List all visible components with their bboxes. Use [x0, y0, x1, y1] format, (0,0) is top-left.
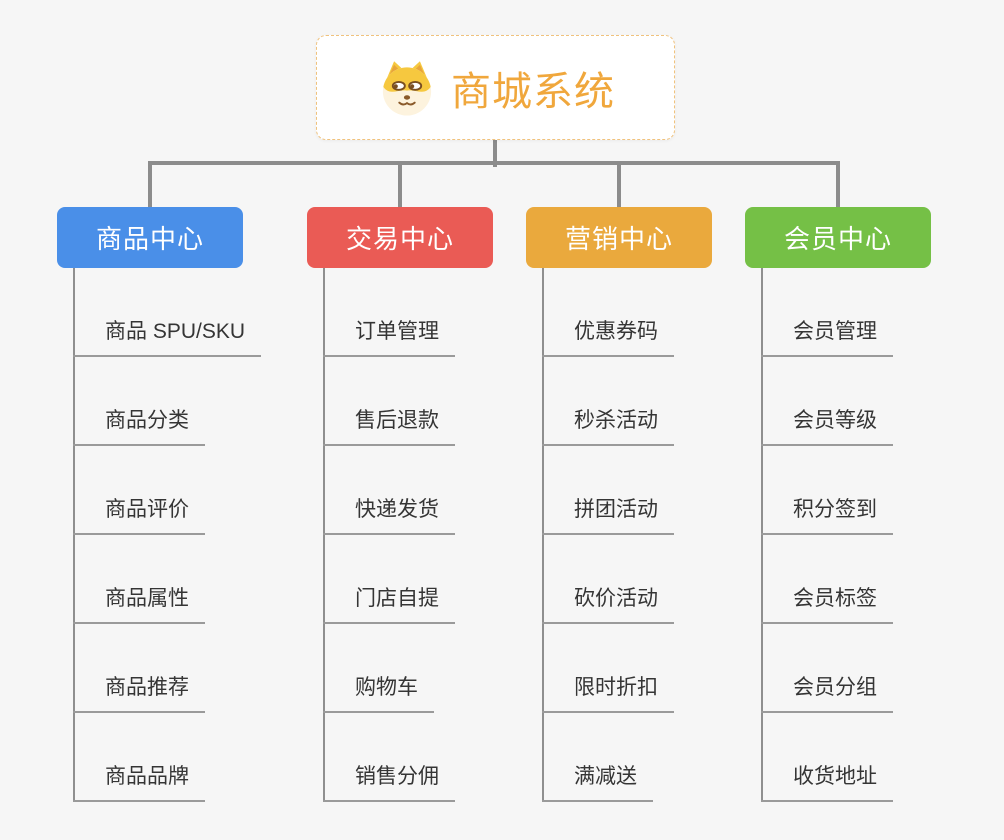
- branch-product-center[interactable]: 商品中心: [57, 207, 243, 268]
- product-recommend-node[interactable]: 商品推荐: [73, 671, 205, 713]
- shiba-dog-icon: [376, 57, 438, 119]
- bargain-node[interactable]: 砍价活动: [542, 582, 674, 624]
- root-node[interactable]: 商城系统: [316, 35, 675, 140]
- branch-trade-center[interactable]: 交易中心: [307, 207, 493, 268]
- flash-sale-node[interactable]: 秒杀活动: [542, 404, 674, 446]
- branch-member-center[interactable]: 会员中心: [745, 207, 931, 268]
- connector-drop-marketing: [617, 161, 621, 207]
- connector-drop-product: [148, 161, 152, 207]
- points-checkin-node[interactable]: 积分签到: [761, 493, 893, 535]
- member-level-node[interactable]: 会员等级: [761, 404, 893, 446]
- member-management-node[interactable]: 会员管理: [761, 315, 893, 357]
- shopping-cart-node[interactable]: 购物车: [323, 671, 434, 713]
- member-group-node[interactable]: 会员分组: [761, 671, 893, 713]
- sales-commission-node[interactable]: 销售分佣: [323, 760, 455, 802]
- connector-trunk: [148, 161, 840, 165]
- coupon-code-node[interactable]: 优惠券码: [542, 315, 674, 357]
- product-attribute-node[interactable]: 商品属性: [73, 582, 205, 624]
- shipping-address-node[interactable]: 收货地址: [761, 760, 893, 802]
- aftersale-refund-node[interactable]: 售后退款: [323, 404, 455, 446]
- connector-root-stub: [493, 140, 497, 167]
- full-reduction-node[interactable]: 满减送: [542, 760, 653, 802]
- group-buy-node[interactable]: 拼团活动: [542, 493, 674, 535]
- member-tag-node[interactable]: 会员标签: [761, 582, 893, 624]
- product-category-node[interactable]: 商品分类: [73, 404, 205, 446]
- order-management-node[interactable]: 订单管理: [323, 315, 455, 357]
- branch-marketing-center[interactable]: 营销中心: [526, 207, 712, 268]
- time-discount-node[interactable]: 限时折扣: [542, 671, 674, 713]
- product-review-node[interactable]: 商品评价: [73, 493, 205, 535]
- root-title: 商城系统: [451, 69, 615, 114]
- store-pickup-node[interactable]: 门店自提: [323, 582, 455, 624]
- express-shipping-node[interactable]: 快递发货: [323, 493, 455, 535]
- product-spu-sku-node[interactable]: 商品 SPU/SKU: [73, 315, 262, 357]
- product-brand-node[interactable]: 商品品牌: [73, 760, 205, 802]
- connector-drop-trade: [398, 161, 402, 207]
- connector-drop-member: [836, 161, 840, 207]
